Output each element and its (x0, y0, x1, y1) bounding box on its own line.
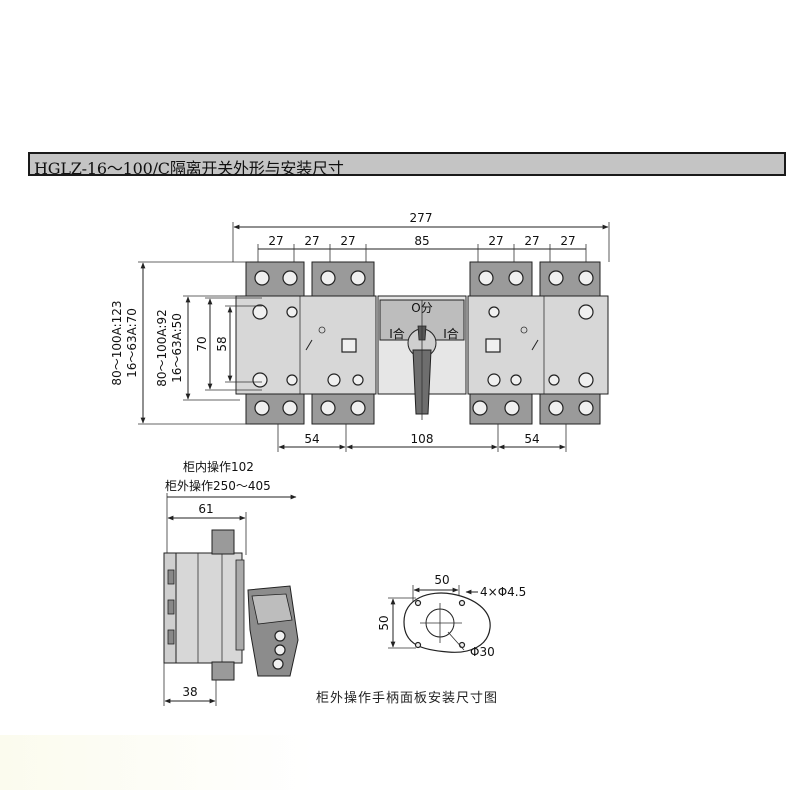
dim-top-7: 27 (560, 234, 575, 248)
dim-left-outer-2: 16～63A:70 (125, 308, 139, 378)
left-switch-module (235, 261, 377, 425)
dim-left-inner-2: 16～63A:50 (170, 313, 184, 383)
dim-bottom-1: 54 (304, 432, 319, 446)
dim-top-3: 27 (340, 234, 355, 248)
bottom-dim-ticks (277, 424, 567, 452)
hole-note: 4×Φ4.5 (480, 585, 526, 599)
dim-top-1: 27 (268, 234, 283, 248)
handle-label-on-right: I合 (443, 326, 459, 341)
center-handle-module: O分 I合 I合 (377, 295, 467, 420)
dim-top-2: 27 (304, 234, 319, 248)
dim-left-70: 70 (195, 336, 209, 351)
handle-label-on-left: I合 (389, 326, 405, 341)
panel-caption: 柜外操作手柄面板安装尺寸图 (316, 690, 498, 706)
label-inside-operation: 柜内操作102 (183, 459, 254, 474)
label-outside-operation: 柜外操作250～405 (165, 478, 271, 493)
dim-left-58: 58 (215, 336, 229, 351)
page-title: HGLZ-16～100/C隔离开关外形与安装尺寸 (34, 159, 344, 178)
side-view: 柜内操作102 柜外操作250～405 61 38 (163, 459, 299, 706)
dim-left-outer-1: 80～100A:123 (110, 300, 124, 385)
panel-cutout-view: 50 50 4×Φ4.5 Φ30 柜外操作手柄面板安装尺寸图 (316, 573, 526, 706)
title-bar: HGLZ-16～100/C隔离开关外形与安装尺寸 (28, 152, 786, 178)
right-switch-module (467, 261, 609, 425)
dim-panel-height: 50 (377, 615, 391, 630)
dim-bottom-2: 108 (411, 432, 434, 446)
dim-top-4: 85 (414, 234, 429, 248)
dim-top-6: 27 (524, 234, 539, 248)
dim-overall-width: 277 (410, 211, 433, 225)
dim-bottom-3: 54 (524, 432, 539, 446)
dim-left-inner-1: 80～100A:92 (155, 309, 169, 387)
front-view: 277 27 27 27 85 27 27 27 (110, 211, 610, 452)
footer-tint (0, 735, 790, 790)
dim-panel-width: 50 (434, 573, 449, 587)
dim-side-38: 38 (182, 685, 197, 699)
dim-top-5: 27 (488, 234, 503, 248)
diameter-note: Φ30 (470, 645, 495, 659)
dim-side-61: 61 (198, 502, 213, 516)
left-dim-lines (138, 261, 262, 425)
